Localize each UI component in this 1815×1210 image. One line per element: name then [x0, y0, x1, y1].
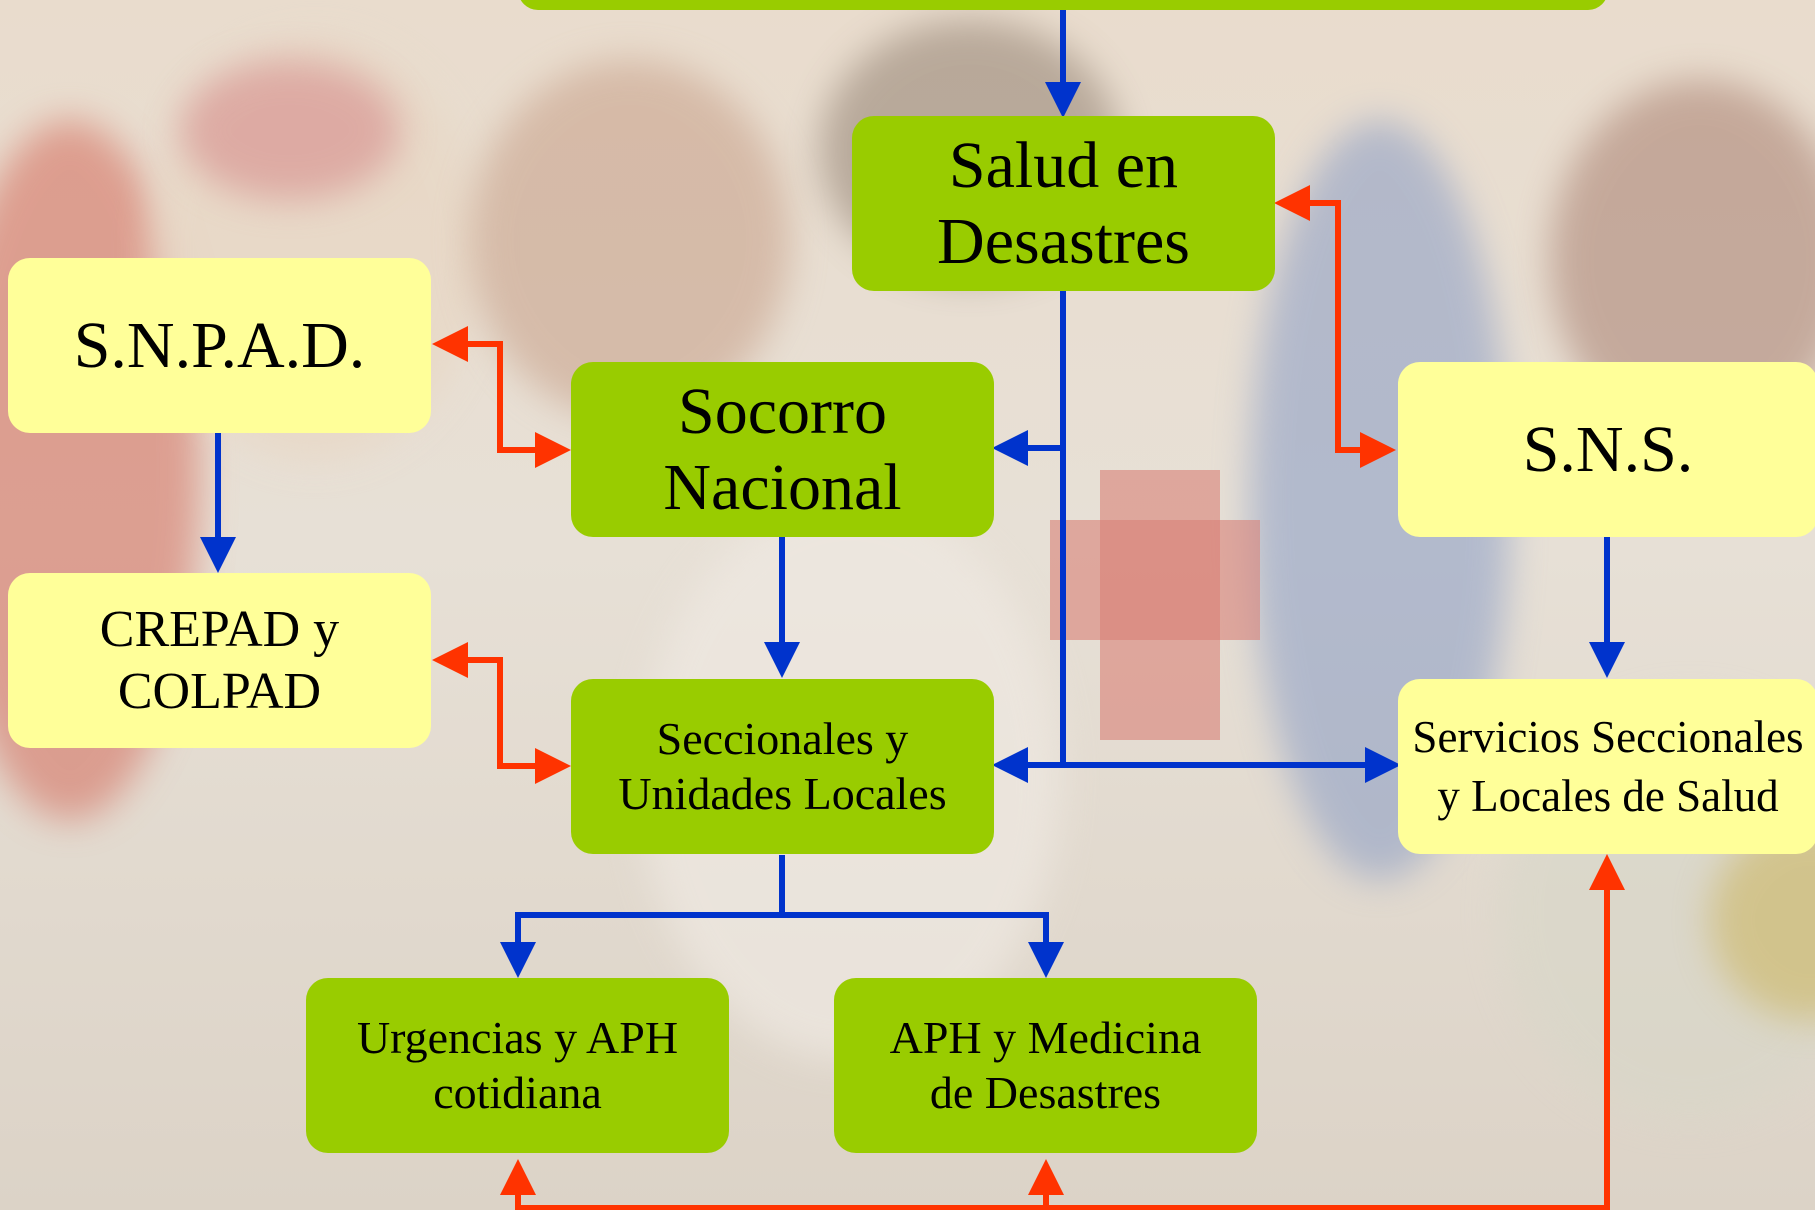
node-sns: S.N.S.: [1398, 362, 1815, 537]
top-node: [518, 0, 1608, 10]
node-snpad-label: S.N.P.A.D.: [73, 308, 366, 382]
node-crepad-label: CREPAD y COLPAD: [99, 601, 340, 720]
node-socorro-nacional: Socorro Nacional: [571, 362, 994, 537]
node-sns-label: S.N.S.: [1522, 412, 1694, 486]
node-snpad: S.N.P.A.D.: [8, 258, 431, 433]
node-salud-label: Salud en Desastres: [937, 128, 1190, 278]
node-urgencias-aph-cotidiana: Urgencias y APH cotidiana: [306, 978, 729, 1153]
node-crepad-colpad: CREPAD y COLPAD: [8, 573, 431, 748]
node-urgencias-label: Urgencias y APH cotidiana: [356, 1012, 679, 1118]
node-seccionales-unidades-locales: Seccionales y Unidades Locales: [571, 679, 994, 854]
node-aph-label: APH y Medicina de Desastres: [889, 1012, 1202, 1118]
red-connectors: [432, 185, 1625, 1210]
node-seccionales-label: Seccionales y Unidades Locales: [618, 713, 947, 819]
node-salud-en-desastres: Salud en Desastres: [852, 116, 1275, 291]
node-socorro-label: Socorro Nacional: [663, 374, 902, 524]
node-aph-medicina-desastres: APH y Medicina de Desastres: [834, 978, 1257, 1153]
node-servicios-label: Servicios Seccionales y Locales de Salud: [1412, 712, 1804, 821]
node-servicios-seccionales-locales-salud: Servicios Seccionales y Locales de Salud: [1398, 679, 1815, 854]
